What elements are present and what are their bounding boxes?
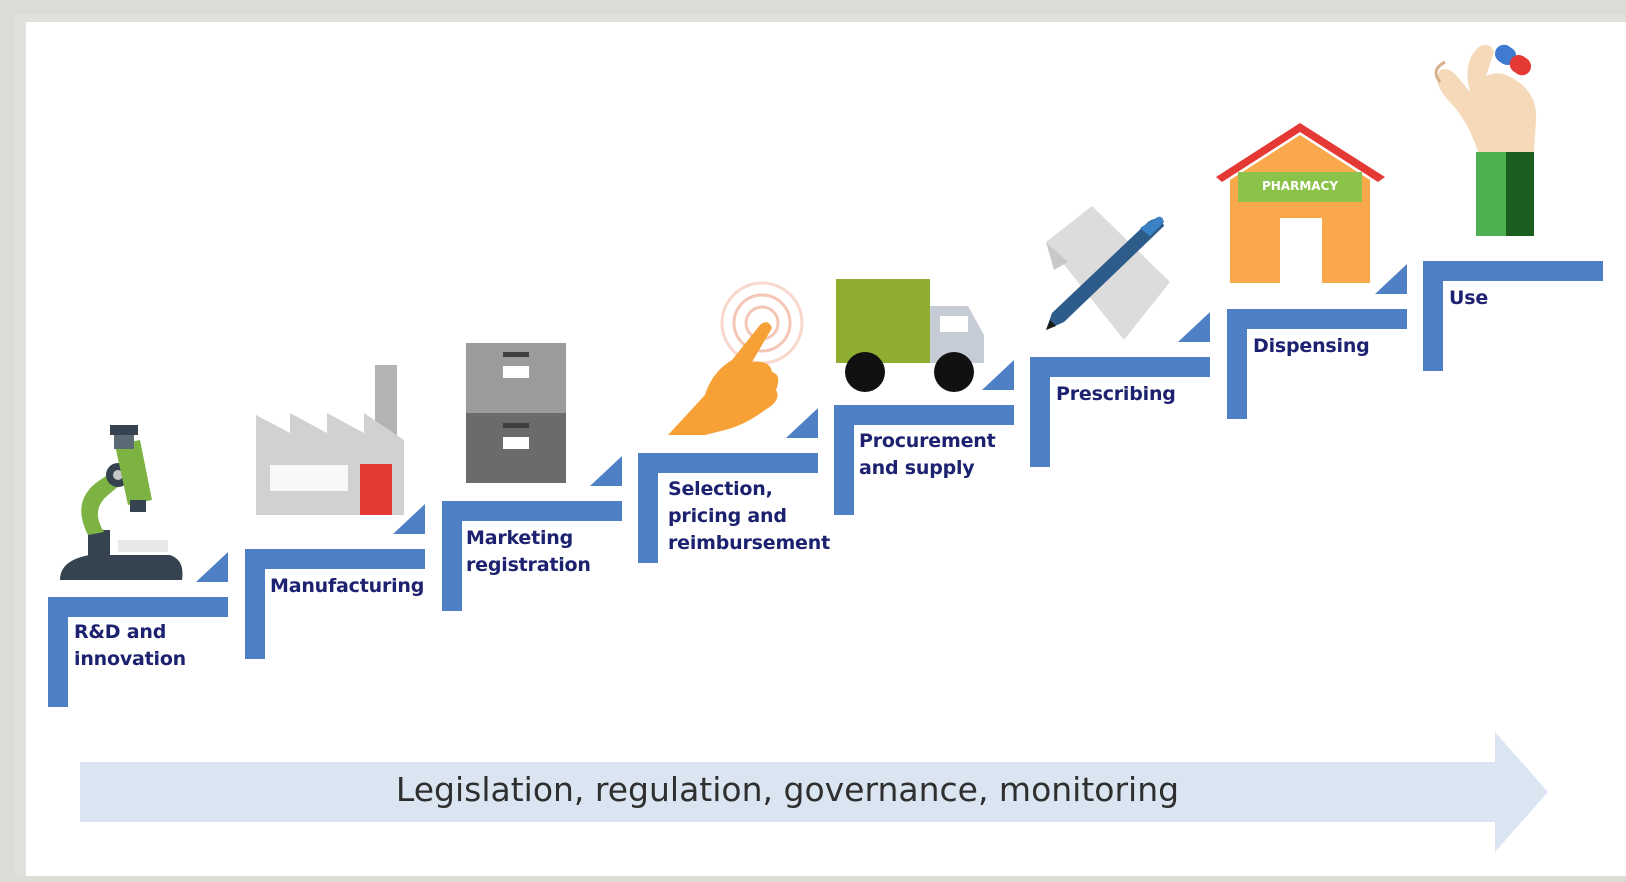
hand-pill-icon — [1434, 44, 1537, 236]
file-cabinet-icon — [466, 343, 566, 483]
step-label-use: Use — [1449, 287, 1489, 309]
governance-banner-text: Legislation, regulation, governance, mon… — [395, 770, 1180, 809]
step-label-dispensing: Dispensing — [1253, 335, 1370, 357]
factory-icon — [256, 365, 404, 515]
step-label-marketing: Marketing registration — [466, 527, 591, 576]
step-selection — [638, 408, 818, 563]
pointing-hand-icon — [668, 281, 804, 435]
microscope-icon — [60, 425, 183, 580]
truck-icon — [836, 279, 984, 392]
pen-paper-icon — [1046, 206, 1170, 340]
step-rnd — [48, 552, 228, 707]
step-label-prescribing: Prescribing — [1056, 383, 1176, 405]
step-label-manufacturing: Manufacturing — [270, 575, 425, 597]
step-marketing — [442, 456, 622, 611]
step-label-selection: Selection, pricing and reimbursement — [668, 478, 830, 554]
pharmacy-sign-text: PHARMACY — [1261, 179, 1339, 193]
step-dispensing — [1227, 264, 1407, 419]
step-label-procurement: Procurement and supply — [859, 430, 996, 479]
step-use — [1423, 261, 1603, 371]
step-manufacturing — [245, 504, 425, 659]
governance-arrow — [80, 732, 1548, 852]
step-prescribing — [1030, 312, 1210, 467]
step-procurement — [834, 360, 1014, 515]
pharmacy-icon — [1216, 123, 1385, 283]
step-label-rnd: R&D and innovation — [74, 621, 187, 670]
